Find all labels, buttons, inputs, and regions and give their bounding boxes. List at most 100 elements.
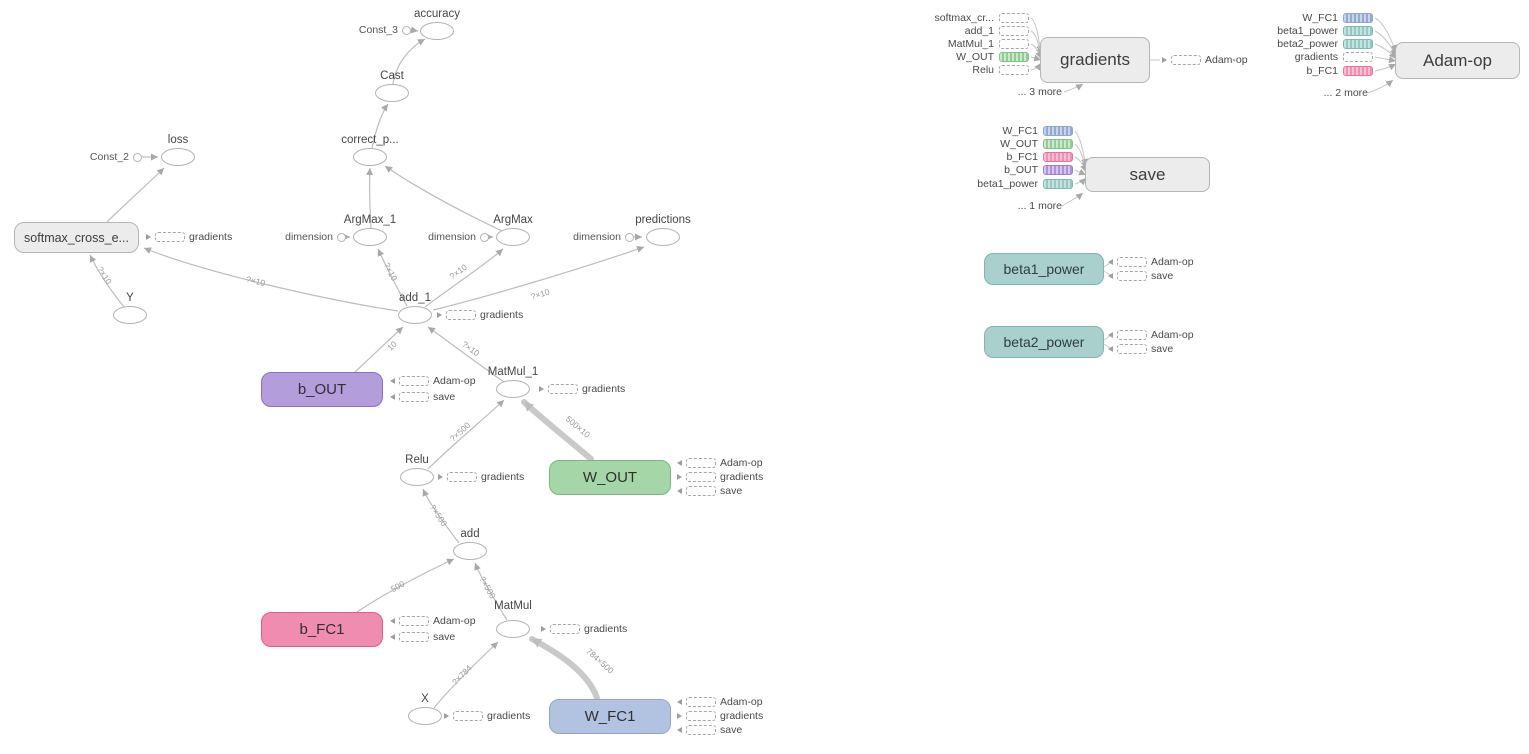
- op-node-relu[interactable]: [400, 468, 434, 486]
- edge-softmax-loss: [106, 167, 165, 223]
- ref-stub-label: Adam-op: [720, 457, 763, 469]
- edge-shape-label: ?×10: [448, 262, 470, 282]
- ref-stub-bout-adam[interactable]: Adam-op: [390, 375, 476, 387]
- arrow-left-icon: [390, 634, 395, 640]
- op-node-add[interactable]: [453, 542, 487, 560]
- ref-stub-wfc1-gradients[interactable]: gradients: [677, 710, 763, 722]
- var-node-w-out[interactable]: W_OUT: [549, 460, 671, 495]
- ref-stub-bfc1-save[interactable]: save: [390, 631, 455, 643]
- var-node-b-out[interactable]: b_OUT: [261, 372, 383, 407]
- edge-correct-cast: [371, 103, 389, 149]
- var-node-beta2-power[interactable]: beta2_power: [984, 326, 1104, 358]
- input-row-gradients-add1[interactable]: add_1: [859, 25, 1029, 37]
- node-save[interactable]: save: [1085, 157, 1210, 192]
- ref-stub-icon: [1043, 165, 1073, 175]
- ref-stub-beta1-adam[interactable]: Adam-op: [1108, 256, 1194, 268]
- ref-stub-beta2-save[interactable]: save: [1108, 343, 1173, 355]
- op-label-argmax-1: ArgMax_1: [343, 214, 397, 226]
- ref-stub-wout-save[interactable]: save: [677, 485, 742, 497]
- input-row-adam-beta1[interactable]: beta1_power: [1203, 25, 1373, 37]
- op-label-matmul: MatMul: [494, 600, 532, 612]
- ref-stub-wfc1-adam[interactable]: Adam-op: [677, 696, 763, 708]
- input-row-save-wout[interactable]: W_OUT: [903, 138, 1073, 150]
- ref-stub-x-gradients[interactable]: gradients: [444, 710, 530, 722]
- op-node-x[interactable]: [408, 707, 442, 725]
- ref-stub-wout-adam[interactable]: Adam-op: [677, 457, 763, 469]
- ref-stub-icon: [1343, 52, 1373, 62]
- op-node-predictions[interactable]: [646, 228, 680, 246]
- op-node-cast[interactable]: [375, 84, 409, 102]
- arrow-right-icon: [541, 626, 546, 632]
- input-row-gradients-softmax[interactable]: softmax_cr...: [859, 12, 1029, 24]
- input-label: MatMul_1: [947, 38, 994, 50]
- input-row-save-wfc1[interactable]: W_FC1: [903, 125, 1073, 137]
- var-node-w-fc1[interactable]: W_FC1: [549, 699, 671, 734]
- var-node-beta1-power[interactable]: beta1_power: [984, 253, 1104, 285]
- op-node-y[interactable]: [113, 306, 147, 324]
- ref-stub-add1-gradients[interactable]: gradients: [437, 309, 523, 321]
- const-node-const-3[interactable]: [401, 25, 411, 35]
- node-label: b_FC1: [299, 621, 345, 638]
- op-node-argmax[interactable]: [496, 228, 530, 246]
- ref-stub-icon: [399, 376, 429, 386]
- input-row-save-more[interactable]: ... 1 more: [892, 200, 1062, 212]
- const-node-dimension-2[interactable]: [479, 232, 489, 242]
- ref-stub-icon: [550, 624, 580, 634]
- input-row-adam-more[interactable]: ... 2 more: [1198, 87, 1368, 99]
- input-row-adam-gradients[interactable]: gradients: [1203, 51, 1373, 63]
- var-node-b-fc1[interactable]: b_FC1: [261, 612, 383, 647]
- const-node-const-2[interactable]: [132, 152, 142, 162]
- node-softmax-cross-entropy[interactable]: softmax_cross_e...: [14, 222, 139, 253]
- op-node-matmul-1[interactable]: [496, 380, 530, 398]
- input-row-adam-beta2[interactable]: beta2_power: [1203, 38, 1373, 50]
- ref-stub-label: gradients: [720, 471, 764, 483]
- ref-stub-wout-gradients[interactable]: gradients: [677, 471, 763, 483]
- output-stub-gradients-adam[interactable]: Adam-op: [1162, 54, 1248, 66]
- const-node-dimension-1[interactable]: [336, 232, 346, 242]
- ref-stub-softmax-gradients[interactable]: gradients: [146, 231, 232, 243]
- ref-stub-bout-save[interactable]: save: [390, 391, 455, 403]
- ref-stub-label: gradients: [487, 710, 531, 722]
- ref-stub-icon: [999, 39, 1029, 49]
- edge-shape-label: ?×10: [460, 339, 482, 359]
- ref-stub-matmul-gradients[interactable]: gradients: [541, 623, 627, 635]
- op-node-loss[interactable]: [161, 148, 195, 166]
- input-row-adam-wfc1[interactable]: W_FC1: [1203, 12, 1373, 24]
- input-row-save-bfc1[interactable]: b_FC1: [903, 151, 1073, 163]
- op-node-add-1[interactable]: [398, 306, 432, 324]
- edge-shape-label: ?×500: [477, 575, 498, 601]
- input-row-save-beta1[interactable]: beta1_power: [903, 178, 1073, 190]
- ref-stub-beta1-save[interactable]: save: [1108, 270, 1173, 282]
- ref-stub-matmul1-gradients[interactable]: gradients: [539, 383, 625, 395]
- node-adam-op[interactable]: Adam-op: [1395, 42, 1520, 79]
- input-row-save-bout[interactable]: b_OUT: [903, 164, 1073, 176]
- ref-stub-beta2-adam[interactable]: Adam-op: [1108, 329, 1194, 341]
- ref-stub-wfc1-save[interactable]: save: [677, 724, 742, 736]
- input-row-adam-bfc1[interactable]: b_FC1: [1203, 65, 1373, 77]
- input-label: b_OUT: [1004, 164, 1038, 176]
- input-row-gradients-relu[interactable]: Relu: [859, 64, 1029, 76]
- input-row-gradients-wout[interactable]: W_OUT: [859, 51, 1029, 63]
- arrow-right-icon: [539, 386, 544, 392]
- const-node-dimension-3[interactable]: [624, 232, 634, 242]
- arrow-right-icon: [438, 474, 443, 480]
- node-gradients[interactable]: gradients: [1040, 37, 1150, 83]
- input-row-gradients-matmul1[interactable]: MatMul_1: [859, 38, 1029, 50]
- op-label-matmul-1: MatMul_1: [487, 366, 539, 378]
- ref-stub-icon: [686, 711, 716, 721]
- op-node-accuracy[interactable]: [420, 22, 454, 40]
- arrow-right-icon: [146, 234, 151, 240]
- arrow-left-icon: [677, 488, 682, 494]
- ref-stub-relu-gradients[interactable]: gradients: [438, 471, 524, 483]
- op-label-x: X: [421, 693, 429, 705]
- op-node-argmax-1[interactable]: [353, 228, 387, 246]
- ref-stub-bfc1-adam[interactable]: Adam-op: [390, 615, 476, 627]
- input-label: W_FC1: [1002, 125, 1038, 137]
- input-row-gradients-more[interactable]: ... 3 more: [892, 86, 1062, 98]
- op-node-matmul[interactable]: [496, 620, 530, 638]
- edge-shape-label: ?×10: [95, 265, 114, 287]
- edge-shape-label: ?×10: [530, 286, 551, 301]
- op-node-correct-prediction[interactable]: [353, 148, 387, 166]
- input-label: beta2_power: [1277, 38, 1338, 50]
- ref-stub-label: save: [433, 631, 456, 643]
